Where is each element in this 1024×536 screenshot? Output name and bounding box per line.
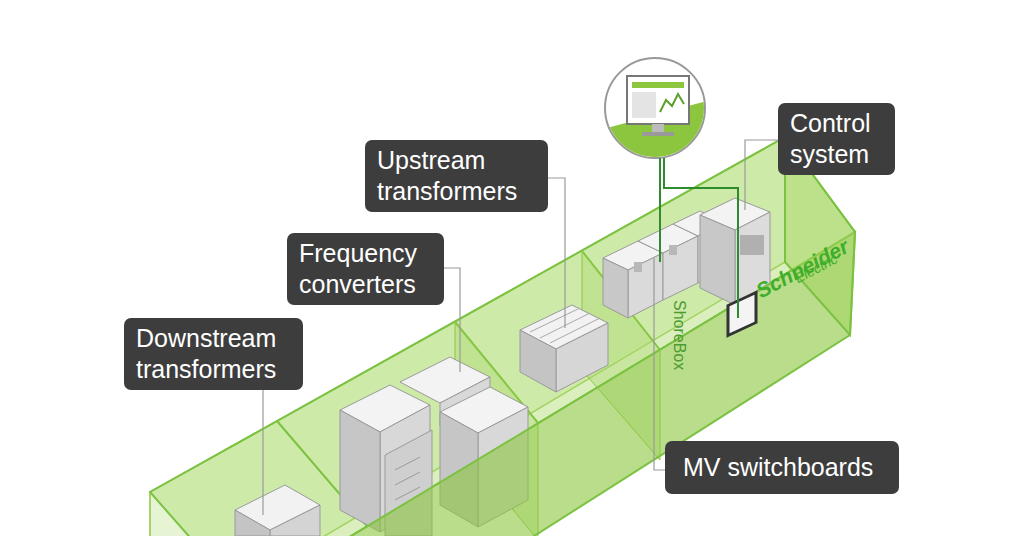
cabinet-window [669, 245, 677, 255]
monitor-stand [642, 132, 674, 136]
switchboard-cabinet [628, 253, 663, 318]
downstream-transformer [270, 505, 320, 536]
monitor-panel [632, 92, 656, 118]
callout-text: Upstream transformers [377, 145, 536, 207]
leader-line [262, 390, 263, 515]
callout-box: Control system [778, 103, 895, 175]
upstream-transformer [520, 330, 556, 392]
callout-box: Downstream transformers [124, 318, 303, 390]
callout-text: MV switchboards [683, 452, 881, 483]
vent-line [395, 472, 420, 485]
callout-text: Downstream transformers [136, 323, 291, 385]
cabinet-window [634, 262, 642, 272]
monitor-bar [632, 82, 684, 88]
leader-line [444, 268, 460, 372]
callout-box: Frequency converters [287, 233, 444, 305]
control-cabinet [700, 215, 735, 305]
product-name: ShoreBox [670, 300, 688, 370]
downstream-transformer [235, 510, 270, 536]
monitor-chart [660, 94, 684, 112]
wall-screen [728, 292, 756, 335]
switchboard-cabinet [663, 236, 698, 300]
leader-line [548, 178, 565, 328]
converter-cabinet [340, 410, 380, 532]
transformer-rib [550, 318, 600, 343]
monitor-stand [652, 124, 664, 132]
callout-box: MV switchboards [665, 441, 899, 494]
upstream-transformer [556, 323, 608, 392]
leader-line [745, 140, 778, 210]
vent-line [395, 457, 420, 470]
callout-text: Control system [790, 108, 883, 170]
transformer-rib [530, 308, 580, 332]
switchboard-cabinet [603, 258, 628, 318]
signal-wire [659, 158, 661, 262]
signal-wire [664, 158, 738, 318]
callout-box: Upstream transformers [365, 140, 548, 212]
leader-line [654, 258, 665, 470]
cabinet-panel [740, 235, 764, 255]
monitor-screen [627, 76, 689, 124]
callout-text: Frequency converters [299, 238, 432, 300]
